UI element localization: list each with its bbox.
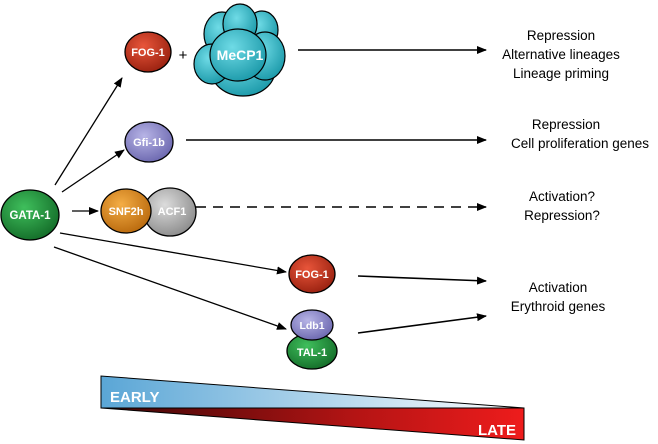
snf2h-label: SNF2h	[109, 206, 144, 218]
ldb1-tal1-complex: Ldb1 TAL-1	[286, 309, 338, 370]
fog1-bottom-node: FOG-1	[288, 254, 336, 294]
arrow-fog1-to-outcome4	[357, 275, 487, 285]
mecp1-label: MeCP1	[217, 47, 264, 63]
outcome-2: Repression Cell proliferation genes	[511, 117, 649, 151]
outcome-3-line-2: Repression?	[524, 208, 600, 223]
acf1-label: ACF1	[158, 206, 187, 218]
arrow-gata1-to-fog1	[54, 77, 123, 186]
outcome-4: Activation Erythroid genes	[511, 280, 606, 314]
snf2h-acf1-complex: SNF2h ACF1	[100, 187, 197, 237]
outcome-1-line-2: Alternative lineages	[502, 47, 620, 62]
outcome-1-line-3: Lineage priming	[513, 66, 609, 81]
gfi1b-label: Gfi-1b	[133, 137, 165, 149]
plus-sign: +	[179, 47, 188, 64]
outcome-1-line-1: Repression	[527, 28, 595, 43]
late-label: LATE	[478, 422, 516, 439]
outcome-4-line-1: Activation	[529, 280, 588, 295]
fog1-bottom-label: FOG-1	[295, 269, 329, 281]
tal1-label: TAL-1	[297, 347, 327, 359]
arrow-tal1-to-outcome4	[357, 313, 487, 334]
fog1-top-node: FOG-1	[124, 31, 172, 73]
outcome-2-line-1: Repression	[532, 117, 600, 132]
late-wedge	[100, 407, 525, 441]
fog1-top-label: FOG-1	[131, 47, 165, 59]
early-wedge	[100, 375, 525, 409]
outcome-3-line-1: Activation?	[529, 189, 595, 204]
mecp1-complex: MeCP1	[193, 3, 286, 97]
arrows	[53, 46, 487, 334]
gfi1b-node: Gfi-1b	[124, 121, 174, 163]
gata1-node: GATA-1	[0, 189, 60, 241]
ldb1-label: Ldb1	[299, 320, 324, 332]
outcome-4-line-2: Erythroid genes	[511, 299, 606, 314]
arrow-gata1-to-fog1-bottom	[59, 232, 287, 275]
outcome-3: Activation? Repression?	[524, 189, 600, 223]
outcome-1: Repression Alternative lineages Lineage …	[502, 28, 620, 81]
early-label: EARLY	[110, 389, 159, 406]
timeline: EARLY LATE	[100, 375, 525, 441]
gata1-label: GATA-1	[9, 210, 51, 222]
arrow-gata1-to-ldb1-tal1	[53, 246, 287, 330]
arrow-gata1-to-gfi1b	[61, 149, 125, 193]
outcome-2-line-2: Cell proliferation genes	[511, 136, 649, 151]
